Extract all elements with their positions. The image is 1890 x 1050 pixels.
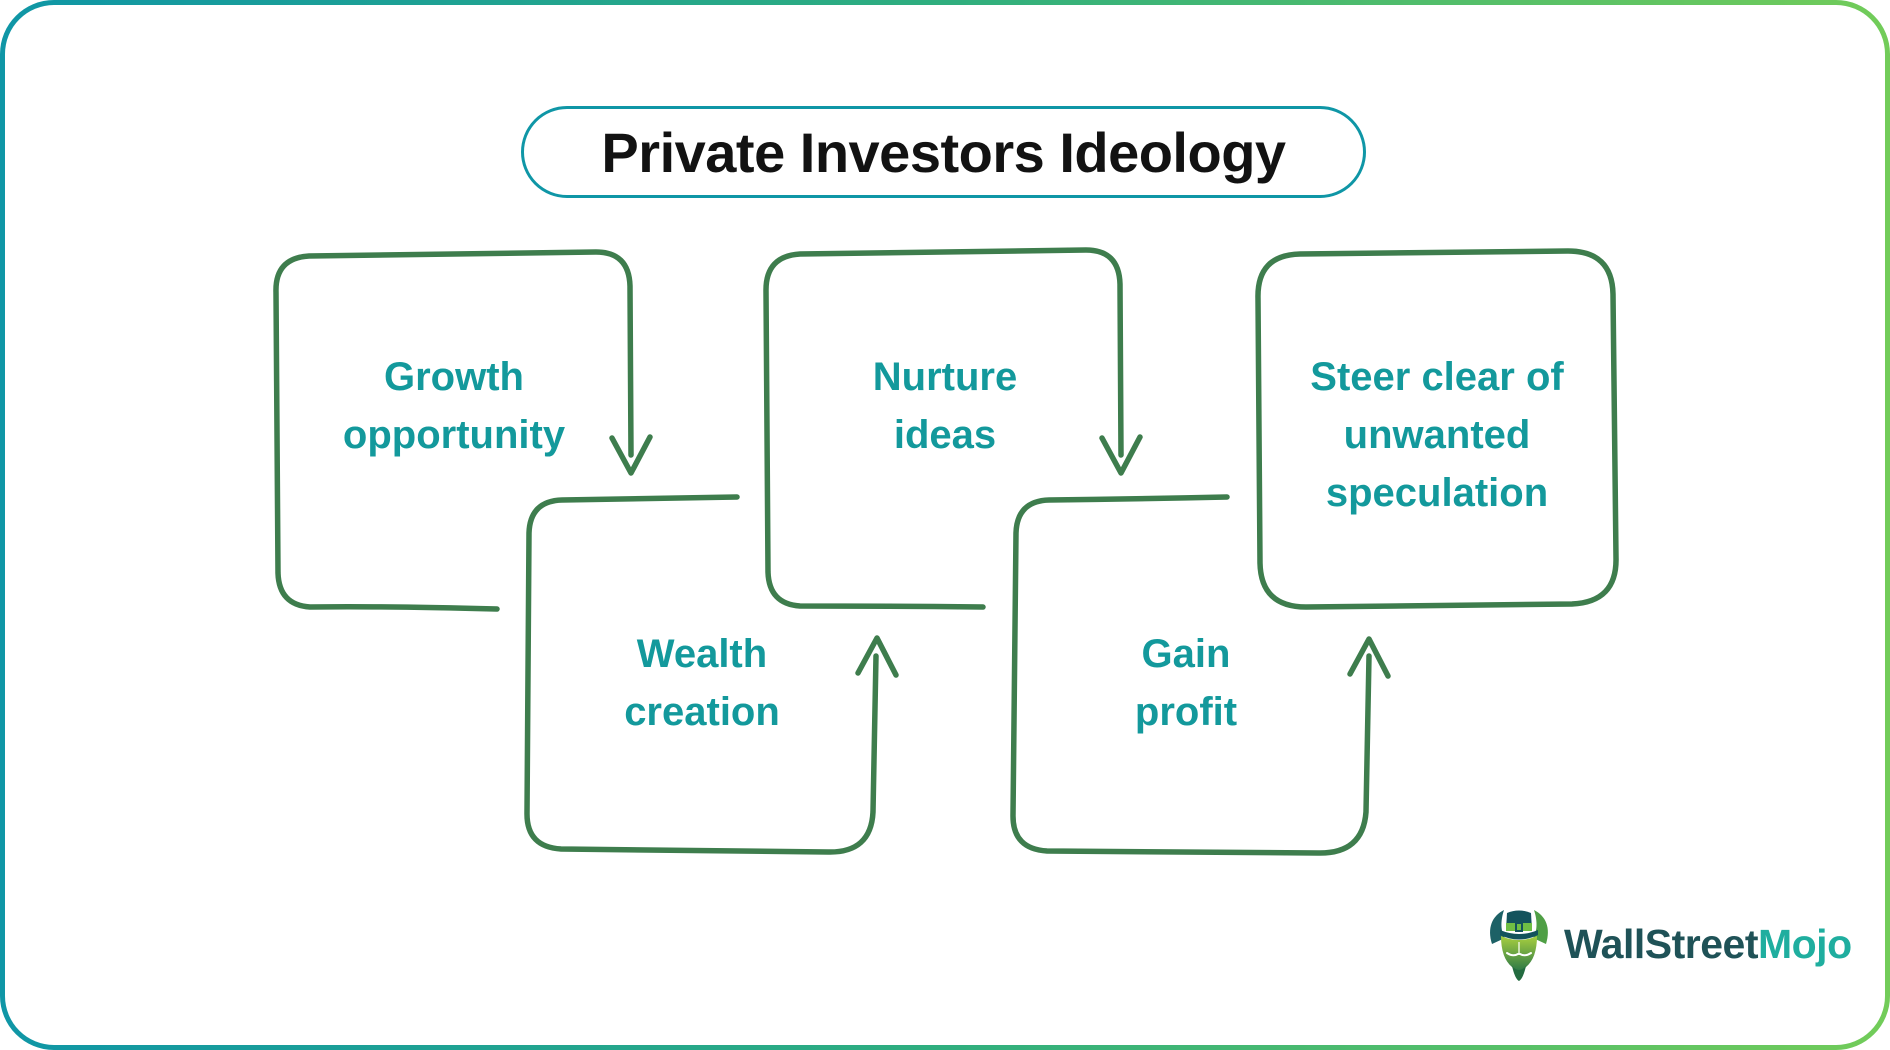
arrow-down-nurture-to-gain-icon — [1099, 434, 1143, 476]
box-growth-opportunity-outline — [273, 249, 634, 612]
arrow-up-gain-to-steer-icon — [1347, 636, 1391, 679]
logo-text: WallStreetMojo — [1564, 921, 1852, 968]
box-nurture-ideas-outline — [763, 247, 1124, 610]
arrow-up-wealth-to-nurture-icon — [855, 635, 899, 678]
box-label-gain-profit: Gain profit — [1134, 632, 1238, 734]
page-title: Private Investors Ideology — [601, 120, 1286, 184]
box-label-nurture-ideas: Nurture ideas — [872, 355, 1018, 457]
box-wealth-creation-outline — [524, 494, 879, 855]
box-steer-clear-outline — [1255, 248, 1619, 610]
bull-mascot-icon — [1490, 910, 1548, 981]
box-gain-profit-outline — [1010, 494, 1372, 856]
box-label-growth-opportunity: Growth opportunity — [342, 355, 566, 457]
box-label-wealth-creation: Wealth creation — [624, 632, 780, 734]
title-pill: Private Investors Ideology — [521, 106, 1366, 198]
arrow-down-growth-to-wealth-icon — [609, 434, 653, 476]
logo-text-mojo: Mojo — [1757, 920, 1852, 967]
wallstreetmojo-logo: WallStreetMojo — [1486, 901, 1852, 987]
box-label-steer-clear: Steer clear of unwanted speculation — [1310, 355, 1564, 515]
logo-text-wallstreet: WallStreet — [1564, 920, 1758, 967]
